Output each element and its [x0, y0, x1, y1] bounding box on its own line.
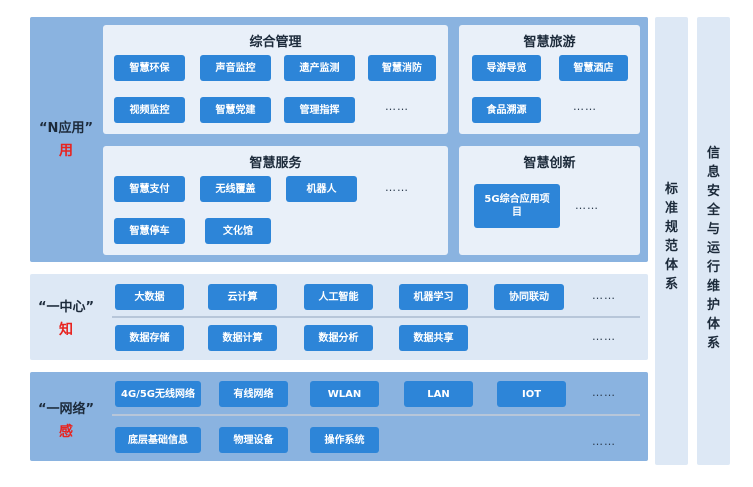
- data-center-layer-label: “一中心” 知: [30, 296, 102, 339]
- module-wireless-coverage[interactable]: 无线覆盖: [200, 176, 271, 202]
- security-ops-system-column: 信 息 安 全 与 运 行 维 护 体 系: [697, 17, 730, 465]
- module-smart-parking[interactable]: 智慧停车: [114, 218, 185, 244]
- module-smart-fire[interactable]: 智慧消防: [368, 55, 436, 81]
- security-ops-system-label: 信 息 安 全 与 运 行 维 护 体 系: [706, 146, 720, 351]
- ellipsis: ……: [592, 386, 616, 399]
- network-layer-title: “一网络”: [37, 402, 95, 417]
- module-cloud-computing[interactable]: 云计算: [208, 284, 277, 310]
- module-collaborative-linkage[interactable]: 协同联动: [494, 284, 564, 310]
- ellipsis: ……: [573, 100, 597, 113]
- standards-system-column: 标 准 规 范 体 系: [655, 17, 688, 465]
- group-title: 智慧创新: [523, 156, 576, 171]
- module-tour-guide[interactable]: 导游导览: [472, 55, 541, 81]
- module-smart-environment[interactable]: 智慧环保: [114, 55, 185, 81]
- module-iot[interactable]: IOT: [497, 381, 566, 407]
- network-layer-keyword: 感: [59, 424, 73, 440]
- ellipsis: ……: [385, 100, 409, 113]
- module-physical-devices[interactable]: 物理设备: [219, 427, 288, 453]
- module-4g-5g-wireless[interactable]: 4G/5G无线网络: [115, 381, 201, 407]
- module-smart-payment[interactable]: 智慧支付: [114, 176, 185, 202]
- ellipsis: ……: [385, 181, 409, 194]
- module-big-data[interactable]: 大数据: [115, 284, 184, 310]
- data-center-layer-title: “一中心”: [37, 300, 95, 315]
- module-management-command[interactable]: 管理指挥: [284, 97, 355, 123]
- divider: [112, 316, 640, 318]
- standards-system-label: 标 准 规 范 体 系: [664, 182, 678, 292]
- module-lan[interactable]: LAN: [404, 381, 473, 407]
- module-cultural-center[interactable]: 文化馆: [205, 218, 271, 244]
- application-layer-label: “N应用” 用: [30, 117, 102, 160]
- group-title: 综合管理: [249, 35, 302, 50]
- ellipsis: ……: [592, 435, 616, 448]
- application-layer-keyword: 用: [59, 143, 73, 159]
- module-wired-network[interactable]: 有线网络: [219, 381, 288, 407]
- module-sound-monitoring[interactable]: 声音监控: [200, 55, 271, 81]
- module-data-computing[interactable]: 数据计算: [208, 325, 277, 351]
- divider: [112, 414, 640, 416]
- application-layer-title: “N应用”: [39, 121, 93, 136]
- group-title: 智慧旅游: [523, 35, 576, 50]
- module-video-monitoring[interactable]: 视频监控: [114, 97, 185, 123]
- module-data-storage[interactable]: 数据存储: [115, 325, 184, 351]
- module-data-sharing[interactable]: 数据共享: [399, 325, 468, 351]
- module-machine-learning[interactable]: 机器学习: [399, 284, 468, 310]
- module-ai[interactable]: 人工智能: [304, 284, 373, 310]
- module-data-analysis[interactable]: 数据分析: [304, 325, 373, 351]
- module-operating-system[interactable]: 操作系统: [310, 427, 379, 453]
- group-title: 智慧服务: [249, 156, 302, 171]
- ellipsis: ……: [592, 330, 616, 343]
- module-smart-hotel[interactable]: 智慧酒店: [559, 55, 628, 81]
- network-layer-label: “一网络” 感: [30, 398, 102, 441]
- module-robot[interactable]: 机器人: [286, 176, 357, 202]
- module-food-traceability[interactable]: 食品溯源: [472, 97, 541, 123]
- ellipsis: ……: [575, 199, 599, 212]
- module-heritage-monitoring[interactable]: 遗产监测: [284, 55, 355, 81]
- ellipsis: ……: [592, 289, 616, 302]
- module-wlan[interactable]: WLAN: [310, 381, 379, 407]
- module-base-info[interactable]: 底层基础信息: [115, 427, 201, 453]
- module-smart-party[interactable]: 智慧党建: [200, 97, 271, 123]
- data-center-layer-keyword: 知: [59, 322, 73, 338]
- module-5g-applications[interactable]: 5G综合应用项目: [474, 184, 560, 228]
